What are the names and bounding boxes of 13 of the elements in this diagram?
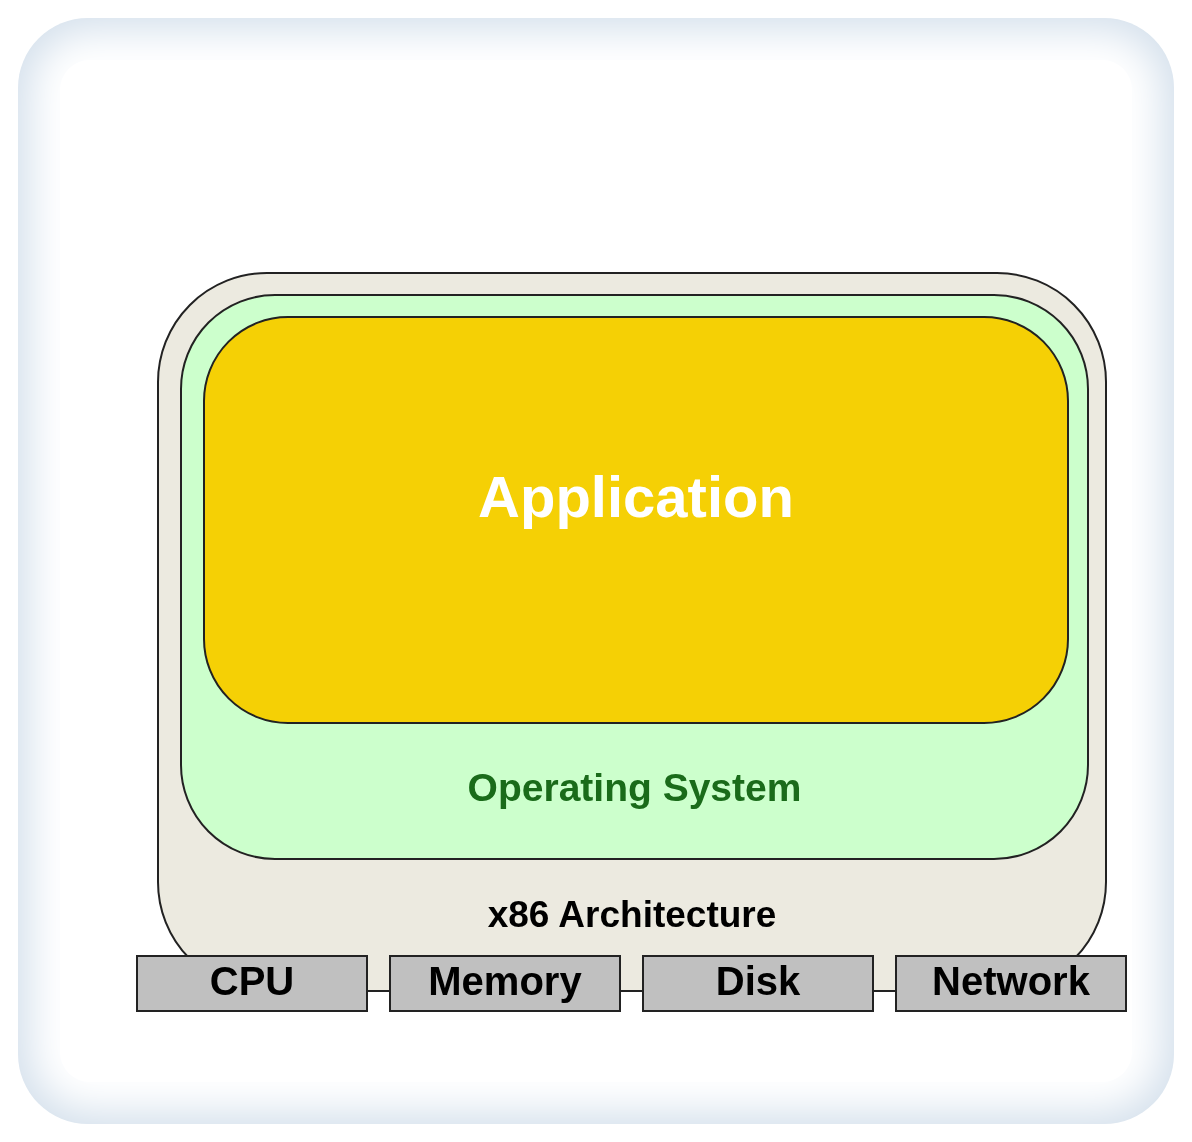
node-label: Application <box>477 463 795 530</box>
node-label: x86 Architecture <box>486 894 778 936</box>
node-label: Operating System <box>466 766 803 810</box>
node-label: Network <box>931 959 1091 1004</box>
hardware-box <box>642 955 874 1012</box>
node-label: CPU <box>208 959 296 1004</box>
application-box <box>203 316 1069 724</box>
node-label: Memory <box>427 959 583 1004</box>
hardware-box <box>389 955 621 1012</box>
hardware-box <box>136 955 368 1012</box>
hardware-box <box>895 955 1127 1012</box>
operating-system-box <box>180 294 1089 860</box>
node-label: Disk <box>714 959 802 1004</box>
